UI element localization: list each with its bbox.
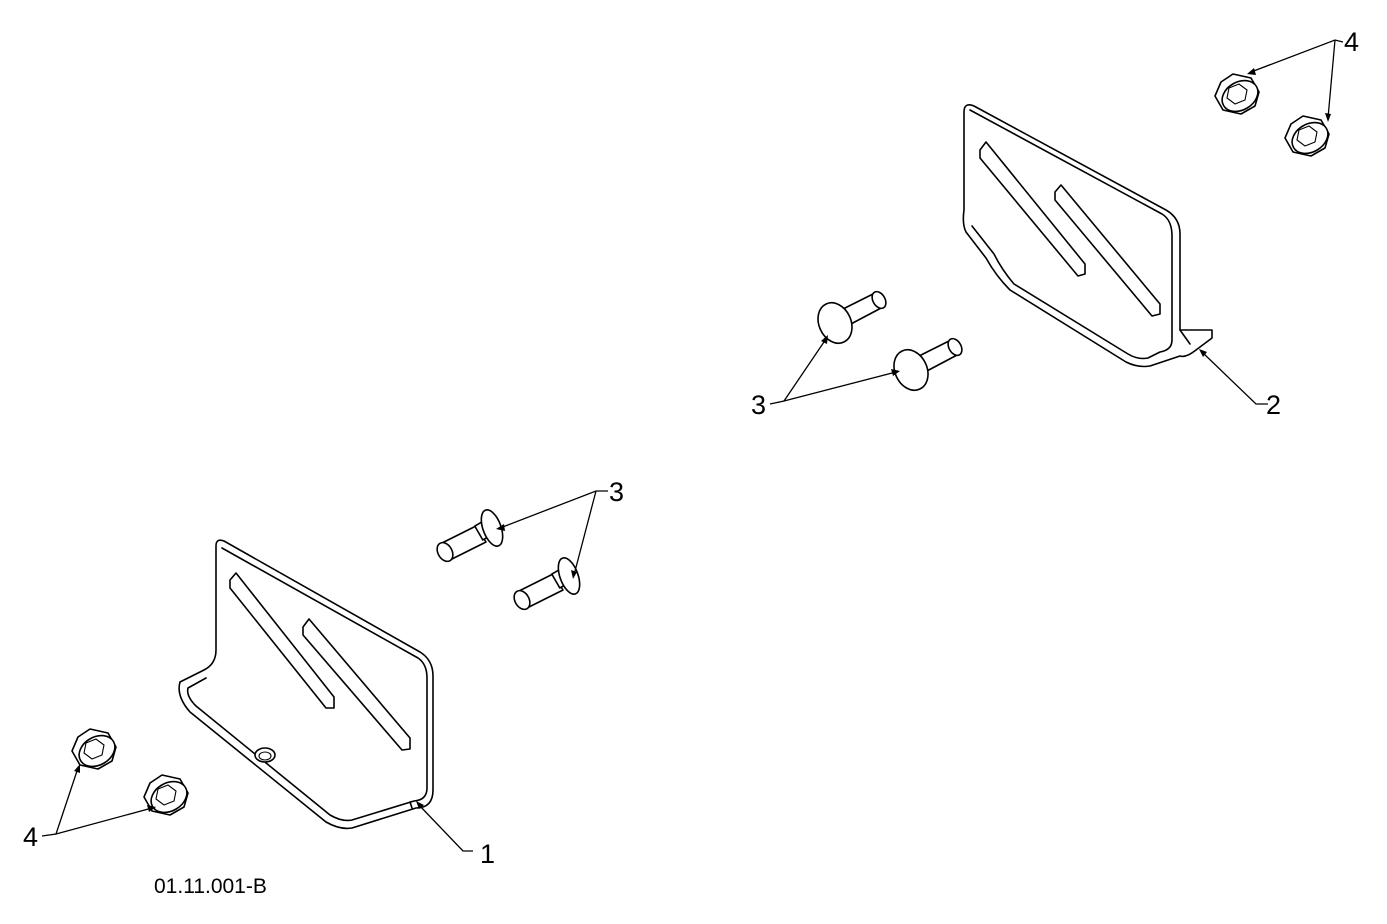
flange-nut-icon — [143, 774, 194, 820]
carriage-bolt-icon — [433, 506, 508, 565]
callout-3-left: 3 — [609, 477, 624, 507]
flange-nut-icon — [1214, 73, 1265, 119]
leader-lines — [41, 39, 1344, 852]
callout-4-left: 4 — [23, 822, 38, 852]
drawing-code: 01.11.001-B — [154, 875, 267, 898]
callout-3-right: 3 — [751, 390, 766, 420]
skid-plate-icon — [962, 104, 1213, 368]
carriage-bolt-icon — [886, 335, 966, 397]
callout-2: 2 — [1266, 390, 1281, 420]
flange-nut-icon — [1284, 115, 1335, 161]
callout-4-right: 4 — [1344, 27, 1359, 57]
skid-plate-icon — [178, 539, 434, 830]
carriage-bolt-icon — [510, 554, 585, 613]
callout-1: 1 — [480, 839, 495, 869]
